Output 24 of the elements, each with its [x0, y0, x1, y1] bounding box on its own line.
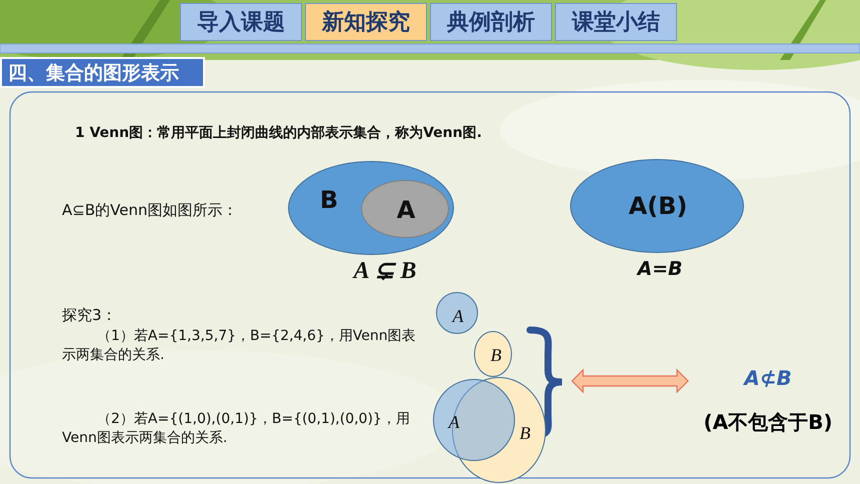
relation-formula: A=B	[635, 258, 684, 280]
exercise-text: （2）若A={(1,0),(0,1)}，B={(0,1),(0,0)}，用Venn图表示两集合的关系.	[62, 410, 411, 448]
set-label: A(B)	[628, 194, 688, 218]
relation-symbol: A⊄B	[744, 366, 792, 390]
set-label: B	[520, 424, 530, 442]
set-label: A	[396, 198, 416, 222]
nav-tab: 导入课题	[180, 3, 302, 41]
relation-text: (A不包含于B)	[703, 409, 832, 436]
set-ellipse	[436, 292, 478, 334]
set-ellipse	[361, 180, 449, 238]
section-header: 四、集合的图形表示	[0, 57, 205, 88]
nav-tab: 典例剖析	[430, 3, 552, 41]
set-label: B	[320, 188, 338, 212]
exercise-text: （1）若A={1,3,5,7}，B={2,4,6}，用Venn图表示两集合的关系.	[62, 327, 417, 365]
relation-formula: A ⊊ B	[352, 257, 418, 285]
set-label: B	[490, 346, 502, 364]
title-text: 1 Venn图：常用平面上封闭曲线的内部表示集合，称为Venn图.	[75, 124, 483, 142]
caption-text: A⊆B的Venn图如图所示：	[62, 201, 238, 220]
nav-tab: 新知探究	[305, 3, 427, 41]
prompt-heading: 探究3：	[62, 306, 118, 325]
double-arrow	[571, 368, 689, 394]
nav-tab: 课堂小结	[555, 3, 677, 41]
set-label: A	[452, 307, 464, 325]
set-label: A	[448, 413, 460, 431]
